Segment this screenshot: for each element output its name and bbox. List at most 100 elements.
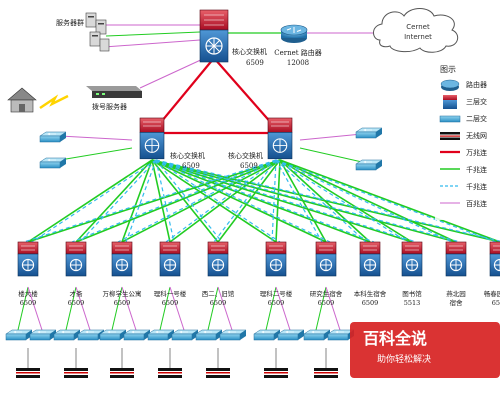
access-link-13: [315, 286, 327, 331]
access-switch-7: [147, 329, 175, 341]
core-switch-1: [139, 117, 165, 160]
legend-label-gigabit-dashed: 千兆连: [466, 182, 487, 191]
dash-link-core2-dist-7: [275, 159, 323, 243]
dash-link-core1-dist-3: [125, 159, 157, 243]
distribution-model-2: 6509: [68, 299, 85, 307]
wireless-icon: [158, 348, 182, 378]
link-core1-dist-3: [121, 159, 153, 243]
access-link-3: [65, 286, 77, 331]
dash-link-core2-dist-9: [275, 159, 409, 243]
dash-link-core1-dist-5: [155, 159, 223, 243]
dash-link-core1-dist-8: [155, 159, 375, 243]
dash-link-core2-dist-10: [275, 159, 453, 243]
distribution-model-7: 6509: [318, 299, 335, 307]
access-link-6: [121, 286, 137, 331]
access-link-5: [111, 286, 123, 331]
wireless-icon: [16, 348, 40, 378]
dash-link-core1-dist-9: [155, 159, 417, 243]
house-icon: [7, 87, 37, 113]
wireless-icon: [110, 348, 134, 378]
wireless-icon: [206, 348, 230, 378]
legend-title: 图示: [440, 65, 456, 74]
link-core1-dist-10: [151, 159, 457, 243]
access-link-10: [217, 286, 233, 331]
dash-link-core2-dist-6: [271, 159, 277, 243]
access-link-9: [207, 286, 219, 331]
access-link-4: [75, 286, 91, 331]
legend-item-hundred-mb: 百兆连: [440, 199, 487, 208]
legend-item-router: 路由器: [440, 79, 487, 91]
access-switch-2: [29, 329, 57, 341]
legend-label-gigabit-green: 千兆连: [466, 165, 487, 174]
link-core2-dist-10: [279, 159, 457, 243]
legend-label-l3switch: 三层交: [466, 97, 487, 106]
watermark-sub: 助你轻松解决: [377, 353, 431, 365]
top-area-links: [39, 24, 380, 110]
access-switch-3: [53, 329, 81, 341]
access-switch-13: [303, 329, 331, 341]
top-core-switch: [199, 9, 229, 63]
dash-link-core2-dist-1: [23, 159, 277, 243]
side-l2-switch-4: [355, 159, 383, 171]
dash-link-core2-dist-8: [275, 159, 367, 243]
legend-label-wireless: 无线网: [466, 131, 487, 140]
side-links: [59, 133, 363, 163]
dash-link-core2-dist-4: [165, 159, 277, 243]
distribution-label-8: 本科生宿舍: [354, 289, 387, 298]
distribution-switch-8: [359, 241, 381, 277]
legend-item-l2switch: 二层交: [439, 114, 487, 123]
distribution-switch-11: [489, 241, 500, 277]
distribution-label-1: 楼大楼: [18, 289, 38, 298]
dash-link-core1-dist-11: [155, 159, 500, 242]
watermark-main: 百科全说: [363, 329, 427, 348]
access-switch-5: [99, 329, 127, 341]
access-link-8: [169, 286, 185, 331]
distribution-label-2: 才斋: [70, 289, 84, 298]
distribution-model-8: 6509: [362, 299, 379, 307]
top-core-label: 核心交换机: [232, 47, 267, 56]
distribution-label-3: 万柳学生公寓: [103, 289, 142, 298]
cernet-router: [280, 24, 308, 43]
link-core1-dist-4: [151, 159, 171, 243]
side-l2-switch-3: [355, 127, 383, 139]
distribution-switch-2: [65, 241, 87, 277]
router-model: 12008: [287, 59, 309, 67]
distribution-label-11: 畅春园宿舍: [484, 289, 500, 298]
access-switch-10: [219, 329, 247, 341]
access-link-7: [159, 286, 171, 331]
dash-link-core2-dist-3: [117, 159, 277, 243]
core-switch-model-2: 6509: [240, 162, 258, 170]
dial-server: [86, 86, 142, 98]
access-link-2: [27, 286, 43, 331]
internet-cloud: Cernet Internet: [373, 8, 459, 53]
server-group: [85, 12, 110, 52]
dial-server-label: 拨号服务器: [92, 102, 127, 111]
dash-link-core1-dist-1: [31, 159, 157, 243]
wireless-icon: [264, 348, 288, 378]
distribution-label-5: 西二、旧馆: [202, 289, 235, 298]
link-core1-dist-2: [75, 159, 153, 243]
distribution-switch-1: [17, 241, 39, 277]
link-core1-dist-1: [27, 159, 153, 243]
distribution-switch-9: [401, 241, 423, 277]
link-core1-dist-5: [151, 159, 219, 243]
distribution-switch-10: [445, 241, 467, 277]
legend-label-l2switch: 二层交: [466, 114, 487, 123]
legend-label-hundred-mb: 百兆连: [466, 199, 487, 208]
side-l2-switch-1: [39, 131, 67, 143]
access-link-12: [275, 286, 291, 331]
link-core1-dist-11: [151, 159, 500, 243]
access-switch-6: [123, 329, 151, 341]
gigabit-links: [27, 159, 500, 243]
legend-item-l3switch: 三层交: [443, 95, 487, 109]
wireless-icon: [314, 348, 338, 378]
servers-label: 服务器群: [56, 18, 84, 27]
distribution-switch-5: [207, 241, 229, 277]
legend-label-router: 路由器: [466, 80, 487, 89]
link-core1-dist-9: [151, 159, 413, 243]
link-core2-dist-11: [279, 159, 500, 243]
dash-link-core2-dist-2: [71, 159, 277, 243]
core-switch-label-2: 核心交换机: [228, 151, 263, 160]
access-switch-11: [253, 329, 281, 341]
